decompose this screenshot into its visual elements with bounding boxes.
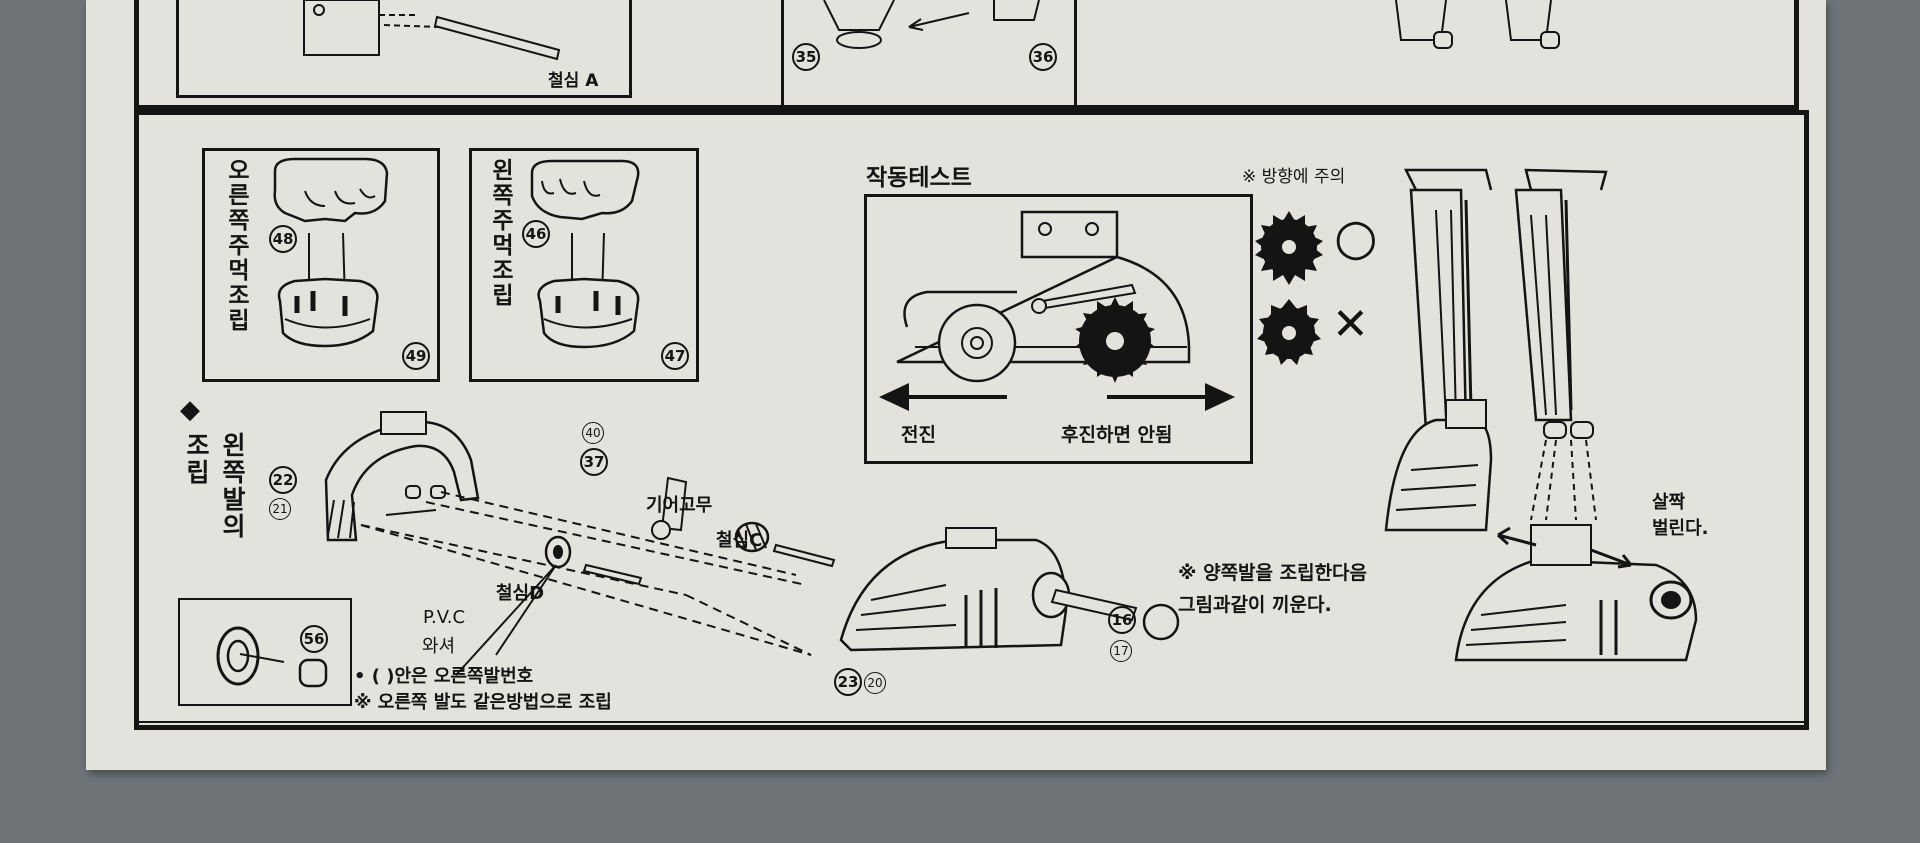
gear-direction-ng-icon (1257, 299, 1321, 365)
part-number-47: 47 (661, 342, 689, 370)
same-method-note: ※ 오른쪽 발도 같은방법으로 조립 (354, 692, 612, 713)
drive-gear-icon (1075, 297, 1155, 383)
instruction-sheet: 철심 A 35 36 오른쪽주먹조립 48 49 (86, 0, 1826, 770)
core-c-label: 철심C (716, 530, 763, 551)
left-fist-label: 왼쪽주먹조립 (487, 158, 513, 308)
parens-note: • ( )안은 오른쪽발번호 (354, 666, 534, 687)
part-number-35: 35 (792, 43, 820, 71)
gear-rubber-label: 기어고무 (646, 495, 713, 516)
left-foot-exploded-illustration (266, 400, 1286, 700)
spread-slightly-label: 살짝 벌린다. (1652, 492, 1709, 539)
part-number-46: 46 (522, 220, 550, 248)
motion-test-panel (864, 194, 1253, 464)
core-d-label: 철심D (496, 583, 545, 604)
reverse-label: 후진하면 안됨 (1061, 424, 1173, 446)
part-number-48: 48 (269, 225, 297, 253)
part-number-56: 56 (300, 625, 328, 653)
direction-ok-mark: ○ (1334, 208, 1378, 266)
part-number-36: 36 (1029, 43, 1057, 71)
top-panel-core-a-illustration (179, 0, 629, 95)
leg-assembly-illustration (1366, 160, 1746, 670)
pvc-label: P.V.C (423, 607, 466, 628)
core-a-label: 철심 A (548, 71, 599, 91)
right-fist-panel (202, 148, 440, 382)
main-section-frame (134, 110, 1809, 730)
top-panel-parts-35-36 (781, 0, 1077, 110)
part-number-40: 40 (582, 422, 604, 444)
direction-note: ※ 방향에 주의 (1242, 167, 1346, 187)
top-right-legs-illustration (1386, 0, 1706, 60)
part-number-23: 23 (834, 668, 862, 696)
forward-label: 전진 (901, 424, 936, 446)
top-panel-parts-illustration (784, 0, 1074, 107)
part-number-49: 49 (402, 342, 430, 370)
pvc-washer-callout (178, 598, 352, 706)
assemble-both-feet-note: ※ 양쪽발을 조립한다음 그림과같이 끼운다. (1178, 562, 1368, 616)
right-fist-label: 오른쪽주먹조립 (223, 158, 249, 333)
top-panel-core-a (176, 0, 632, 98)
left-foot-section-title: 왼쪽발의 조립 (182, 432, 247, 540)
left-fist-illustration (472, 151, 696, 379)
motion-test-illustration (879, 197, 1235, 411)
right-fist-illustration (205, 151, 437, 379)
part-number-16: 16 (1108, 606, 1136, 634)
part-number-37: 37 (580, 448, 608, 476)
part-number-21: 21 (269, 498, 291, 520)
pvc-washer-illustration (180, 600, 350, 704)
direction-ng-mark: ✕ (1332, 299, 1369, 350)
gear-direction-ok-icon (1255, 211, 1323, 285)
bottom-rule (134, 720, 1804, 726)
part-number-17: 17 (1110, 640, 1132, 662)
left-fist-panel (469, 148, 699, 382)
washer-label: 와셔 (422, 636, 456, 657)
motion-test-title: 작동테스트 (866, 165, 972, 191)
part-number-22: 22 (269, 466, 297, 494)
section-bullet-diamond: ◆ (180, 395, 200, 425)
part-number-20: 20 (864, 672, 886, 694)
